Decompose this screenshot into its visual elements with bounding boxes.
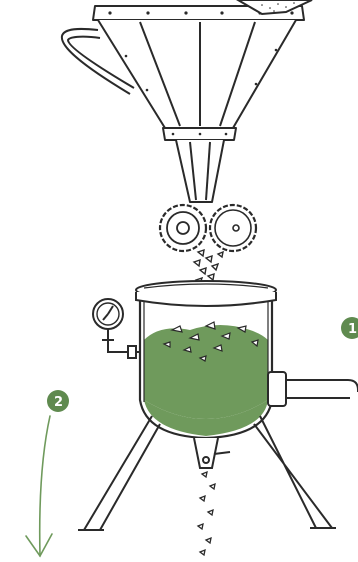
hopper-funnel: [62, 6, 304, 202]
outlet-pipe: [268, 372, 358, 406]
step-marker-1: 1: [341, 317, 358, 339]
step-marker-2: 2: [47, 390, 69, 412]
drain-valve: [194, 438, 230, 468]
grinder-roller-right: [210, 205, 256, 251]
pressure-gauge: [93, 299, 140, 358]
crushed-particles: [194, 250, 223, 284]
discharged-granules: [198, 472, 215, 555]
grinder-roller-left: [160, 205, 206, 251]
svg-text:2: 2: [54, 395, 63, 410]
vessel-body: [136, 281, 276, 438]
flow-arrow: [26, 416, 52, 556]
svg-text:1: 1: [348, 322, 357, 337]
